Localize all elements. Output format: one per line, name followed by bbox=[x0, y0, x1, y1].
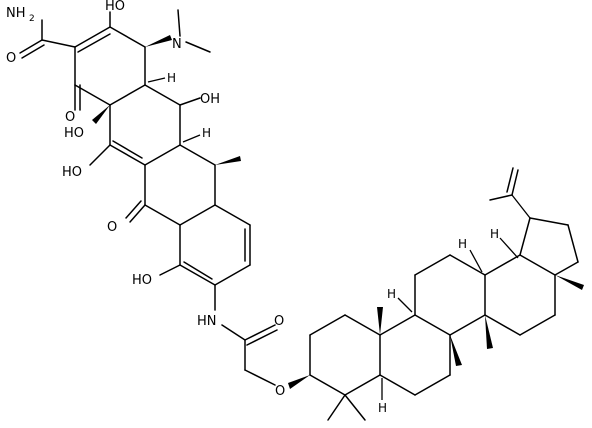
ketone-11-oxygen-label: O bbox=[107, 220, 117, 235]
h-18-label: H bbox=[490, 227, 499, 241]
amide-nh2-subscript: 2 bbox=[29, 14, 35, 24]
ether-oxygen-label: O bbox=[275, 384, 285, 399]
ketone-oxygen-label: O bbox=[65, 110, 75, 125]
atom-labels: NH 2 O HO N H O OH H HO HO O HO HN O O H… bbox=[6, 0, 499, 415]
amide-nh-label: HN bbox=[197, 314, 217, 329]
h-9-label: H bbox=[387, 287, 396, 301]
hydroxyl-12a-label: HO bbox=[64, 126, 84, 141]
enol-hydroxyl-label: HO bbox=[105, 0, 125, 14]
h-5-label: H bbox=[378, 401, 387, 415]
h-5a-label: H bbox=[202, 126, 211, 140]
triterpene-fragment bbox=[288, 167, 584, 421]
phenol-hydroxyl-label: HO bbox=[132, 273, 152, 288]
amide-carbonyl-oxygen-label: O bbox=[274, 314, 284, 329]
tetracycline-fragment bbox=[19, 9, 278, 386]
h-13-label: H bbox=[458, 237, 467, 251]
amide-nh2-label: NH bbox=[6, 6, 26, 21]
dimethylamino-n-label: N bbox=[172, 37, 182, 52]
amide-oxygen-label: O bbox=[6, 51, 16, 66]
h-4a-label: H bbox=[167, 71, 176, 85]
hydroxyl-5-label: OH bbox=[200, 92, 220, 107]
hydroxyl-11-label: HO bbox=[62, 165, 82, 180]
